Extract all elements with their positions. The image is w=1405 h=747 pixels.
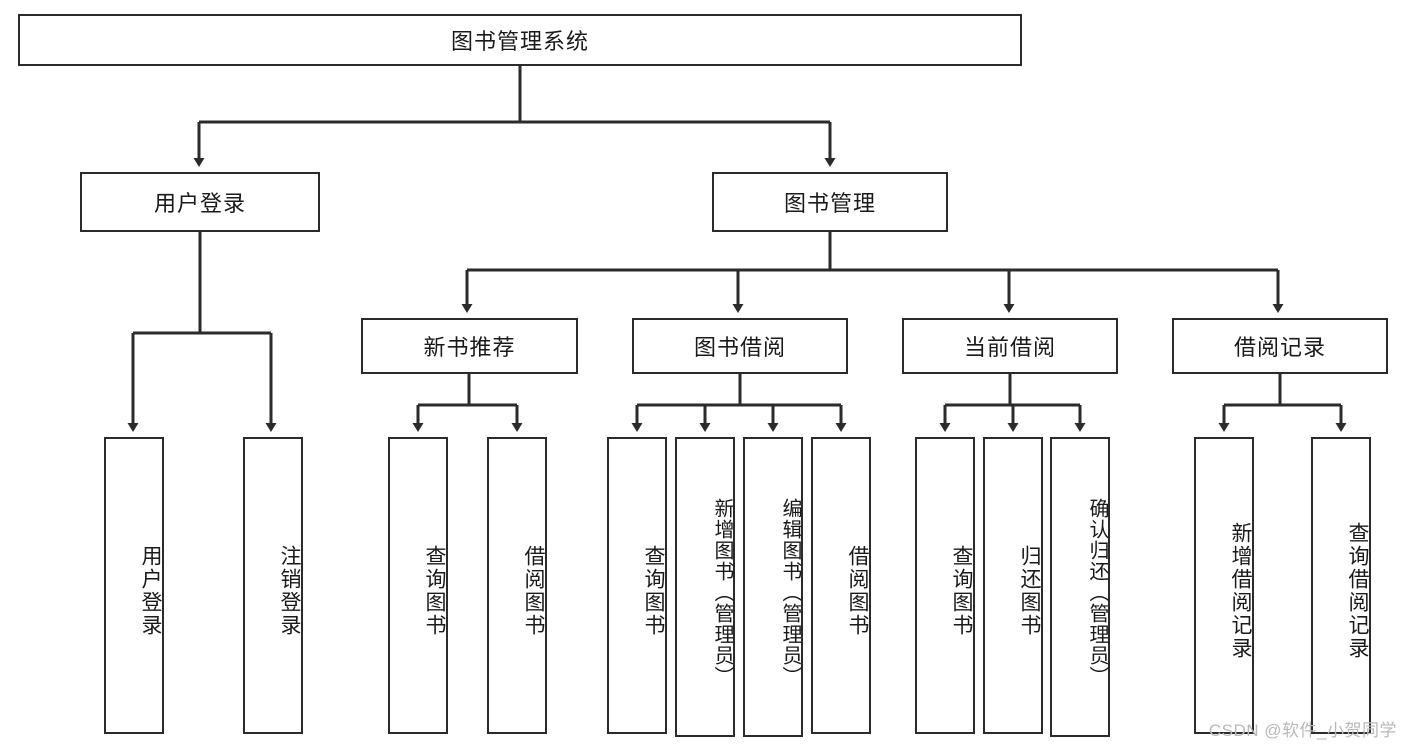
node-leaf-query-book-2[interactable]: 查询图书 — [607, 437, 667, 734]
node-current-borrow[interactable]: 当前借阅 — [902, 318, 1118, 374]
node-book-borrow[interactable]: 图书借阅 — [632, 318, 848, 374]
node-book-manage[interactable]: 图书管理 — [712, 172, 948, 232]
node-leaf-user-login[interactable]: 用户登录 — [104, 437, 164, 734]
node-leaf-edit-book[interactable]: 编辑图书（管理员） — [743, 437, 803, 737]
watermark-text: CSDN @软件_小贺同学 — [1208, 721, 1397, 740]
node-leaf-query-book-1[interactable]: 查询图书 — [388, 437, 448, 734]
node-leaf-return-book[interactable]: 归还图书 — [983, 437, 1043, 734]
node-leaf-query-borrow-record[interactable]: 查询借阅记录 — [1311, 437, 1371, 734]
node-leaf-confirm-return[interactable]: 确认归还（管理员） — [1050, 437, 1110, 737]
node-leaf-query-book-3[interactable]: 查询图书 — [915, 437, 975, 734]
node-root[interactable]: 图书管理系统 — [18, 14, 1022, 66]
node-leaf-logout[interactable]: 注销登录 — [243, 437, 303, 734]
node-leaf-borrow-book-2[interactable]: 借阅图书 — [811, 437, 871, 734]
node-leaf-borrow-book-1[interactable]: 借阅图书 — [487, 437, 547, 734]
node-leaf-add-borrow-record[interactable]: 新增借阅记录 — [1194, 437, 1254, 734]
node-leaf-add-book[interactable]: 新增图书（管理员） — [675, 437, 735, 737]
node-user-login[interactable]: 用户登录 — [80, 172, 320, 232]
node-new-book-recommend[interactable]: 新书推荐 — [361, 318, 578, 374]
node-borrow-record[interactable]: 借阅记录 — [1172, 318, 1388, 374]
